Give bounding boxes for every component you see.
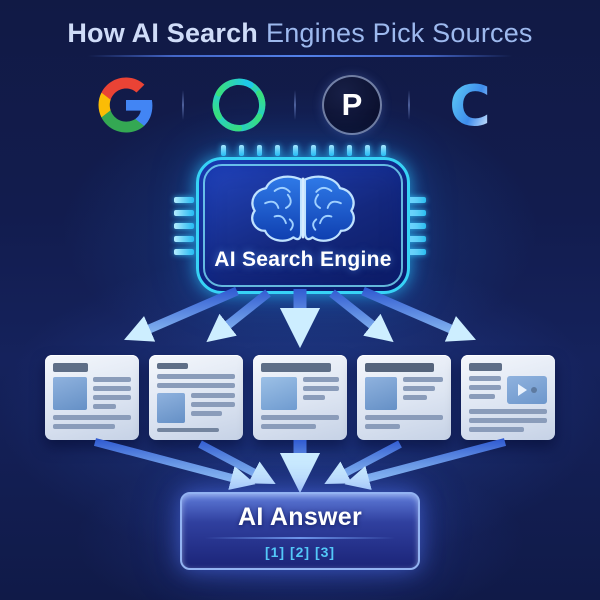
logo-separator [182,90,184,120]
chip-pin [257,145,262,156]
chip-pin [221,145,226,156]
chip-pin [174,210,194,216]
logo-separator [294,90,296,120]
card-text-line [365,424,401,429]
card-text-line [403,386,435,391]
page-title-regular: Engines Pick Sources [266,18,533,48]
card-text-line [403,377,443,382]
source-card-article-3 [253,355,347,440]
chip-pin [311,145,316,156]
chip-pin [406,236,426,242]
card-text-line [93,404,116,409]
chip-pin [174,197,194,203]
source-card-video-5 [461,355,555,440]
card-thumbnail [157,393,185,424]
card-text-line [469,427,524,432]
card-text-line [303,377,339,382]
chip-pin [329,145,334,156]
card-header-bar [157,363,189,370]
card-text-line [157,374,235,380]
ai-answer-title: AI Answer [237,502,363,531]
openai-swirl-icon [210,76,268,134]
chip-pin [347,145,352,156]
chip-pin [406,210,426,216]
source-card-article-1 [45,355,139,440]
page-title-bold: How AI Search [67,18,258,48]
c-letter: C [449,73,491,138]
answer-divider [205,536,395,539]
p-badge-circle: P [322,75,382,135]
card-text-line [53,424,116,429]
card-text-line [469,418,547,423]
card-text-line [191,402,235,408]
card-text-line [303,395,325,400]
google-g-icon [96,75,156,135]
chip-pin [293,145,298,156]
source-card-article-4 [357,355,451,440]
card-text-line [469,394,495,399]
chip-pin [406,197,426,203]
chip-pin [174,236,194,242]
card-text-line [469,376,501,381]
card-text-line [469,409,547,414]
p-letter: P [341,86,363,122]
chip-pin [174,223,194,229]
chip-pin [365,145,370,156]
ai-answer-box: AI Answer [1] [2] [3] [180,492,420,570]
title-divider [88,55,512,57]
chip-label: AI Search Engine [214,248,392,271]
card-header-bar [469,363,502,371]
card-text-line [261,415,339,420]
chip-pin [174,249,194,255]
video-dot-icon [530,387,537,393]
chip-pin [275,145,280,156]
card-text-line [191,393,235,399]
card-text-line [93,377,131,382]
card-text-line [469,385,501,390]
card-header-bar [53,363,89,372]
logo-separator [408,90,410,120]
perplexity-p-icon: P [322,75,382,135]
card-text-line [191,411,222,417]
card-text-line [261,424,316,429]
chip-pin [239,145,244,156]
search-engine-logo-row: P C [0,72,600,138]
converge-arrows [93,438,507,493]
card-text-line [53,415,131,420]
card-thumbnail [365,377,397,410]
c-gradient-icon: C [436,72,504,138]
card-text-line [93,386,131,391]
citation-list: [1] [2] [3] [264,543,336,560]
card-header-bar [365,363,434,372]
card-thumbnail [53,377,87,410]
chip-content: AI Search Engine [199,160,407,291]
card-thumbnail [261,377,297,410]
video-thumbnail [507,376,547,404]
brain-icon [251,175,355,242]
card-text-line [157,383,235,389]
card-text-line [157,428,220,432]
play-icon [517,384,527,396]
source-card-article-2 [149,355,243,440]
chip-pin [381,145,386,156]
card-text-line [93,395,131,400]
page-title: How AI Search Engines Pick Sources [0,18,600,49]
chip-pin [406,223,426,229]
ai-search-engine-chip: AI Search Engine [196,157,410,294]
card-header-bar [261,363,332,372]
card-text-line [403,395,427,400]
card-text-line [365,415,443,420]
chip-pin [406,249,426,255]
card-text-line [303,386,339,391]
fanout-arrows [124,286,476,349]
